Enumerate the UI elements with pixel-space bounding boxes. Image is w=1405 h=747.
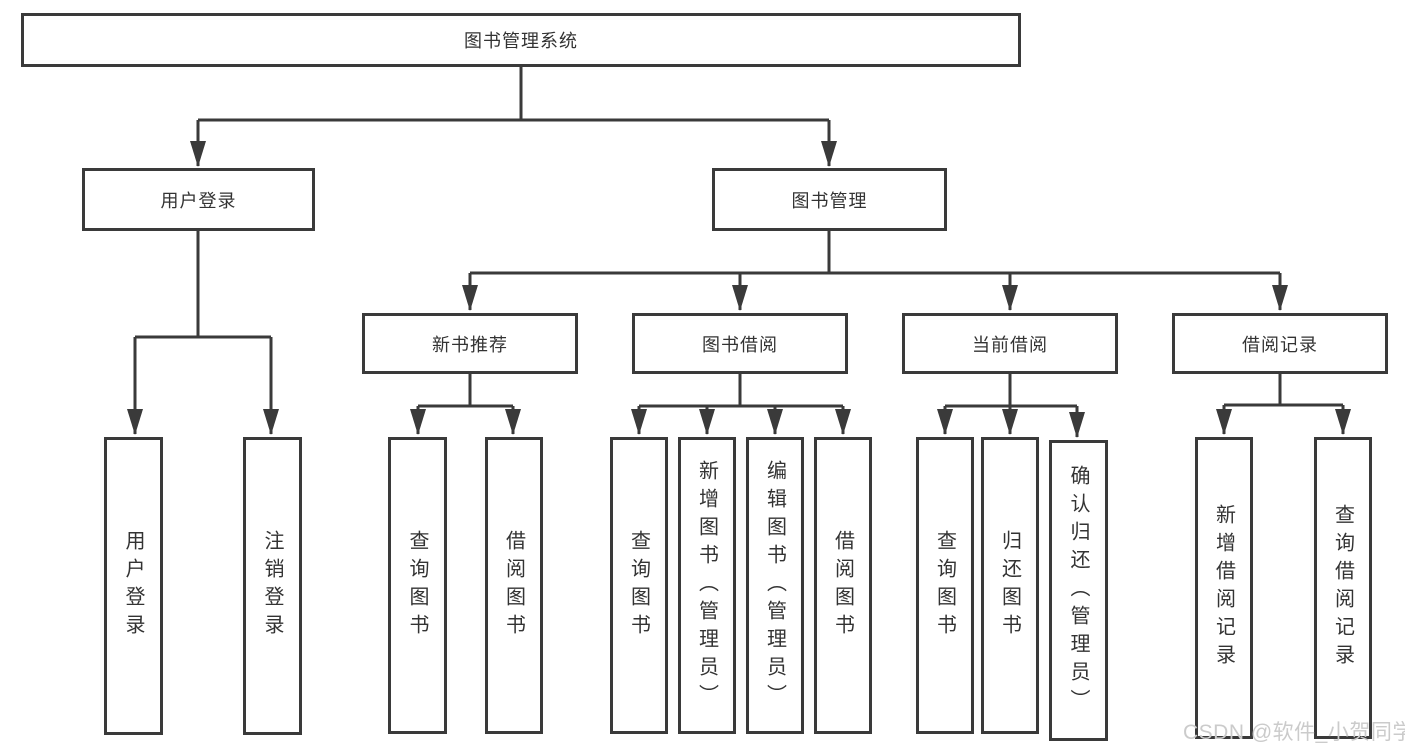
node-book-management: 图书管理: [712, 168, 947, 231]
leaf-borrow-books: 借阅图书: [814, 437, 872, 734]
node-borrow-records: 借阅记录: [1172, 313, 1388, 374]
leaf-query-books-current: 查询图书: [916, 437, 974, 734]
leaf-user-login: 用户登录: [104, 437, 163, 735]
tree-connectors: [127, 67, 1351, 438]
node-new-book-recommend: 新书推荐: [362, 313, 578, 374]
leaf-borrow-books-recommend: 借阅图书: [485, 437, 543, 734]
leaf-edit-book-admin: 编辑图书（管理员）: [746, 437, 804, 734]
leaf-add-book-admin: 新增图书（管理员）: [678, 437, 736, 734]
csdn-watermark: CSDN @软件_小贺同学: [1183, 721, 1405, 744]
leaf-query-books-recommend: 查询图书: [388, 437, 447, 734]
leaf-return-books: 归还图书: [981, 437, 1039, 734]
leaf-query-borrow-record: 查询借阅记录: [1314, 437, 1372, 739]
leaf-confirm-return-admin: 确认归还（管理员）: [1049, 440, 1108, 741]
node-root: 图书管理系统: [21, 13, 1021, 67]
leaf-query-books-borrow: 查询图书: [610, 437, 668, 734]
node-book-borrow: 图书借阅: [632, 313, 848, 374]
node-current-borrow: 当前借阅: [902, 313, 1118, 374]
leaf-logout: 注销登录: [243, 437, 302, 735]
node-user-login: 用户登录: [82, 168, 315, 231]
leaf-add-borrow-record: 新增借阅记录: [1195, 437, 1253, 739]
